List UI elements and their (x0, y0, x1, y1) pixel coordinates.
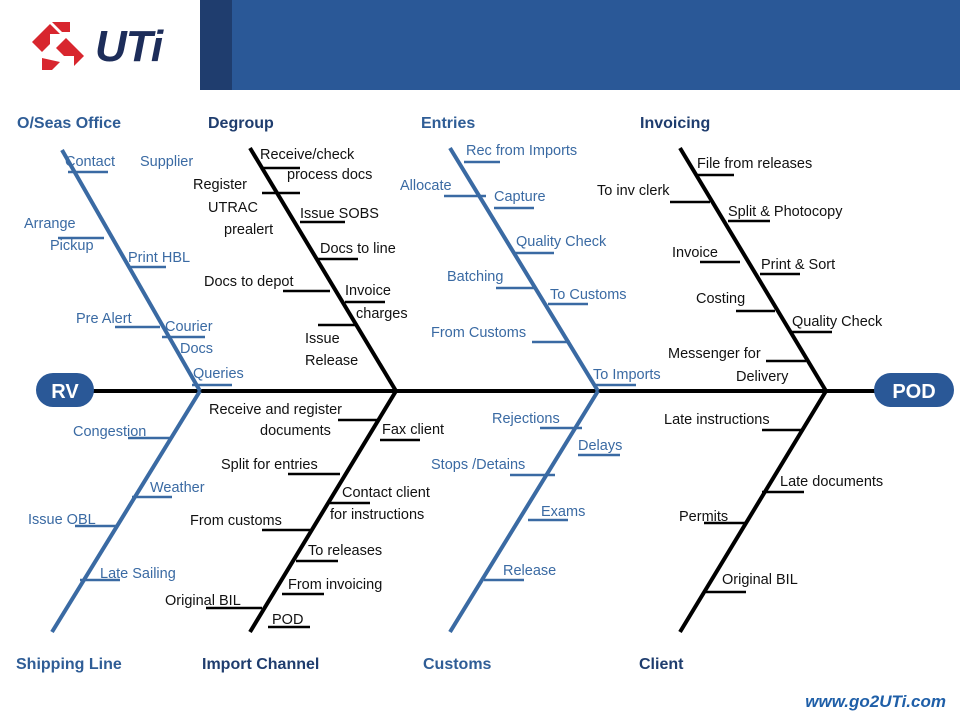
cause-label: Docs to line (320, 241, 396, 257)
cause-label: Weather (150, 480, 205, 496)
cause-label: To Customs (550, 287, 627, 303)
website-link[interactable]: www.go2UTi.com (805, 692, 946, 711)
cause-label: Register (193, 177, 247, 193)
cause-label: Delivery (736, 369, 789, 385)
cause-label: Original BIL (722, 572, 798, 588)
cause-label: Queries (193, 366, 244, 382)
cause-label: Issue OBL (28, 512, 96, 528)
cause-label: To inv clerk (597, 183, 670, 199)
cause-label: File from releases (697, 156, 812, 172)
category-oseas-office: O/Seas Office (17, 115, 121, 132)
ticks-entries (444, 160, 636, 387)
pod-label: POD (892, 381, 935, 403)
cause-label: To releases (308, 543, 382, 559)
cause-label: Arrange (24, 216, 76, 232)
cause-label: From invoicing (288, 577, 382, 593)
cause-label: Quality Check (516, 234, 607, 250)
ticks-client (704, 428, 804, 594)
ticks-invoicing (670, 173, 832, 363)
header-blue-band (232, 0, 960, 90)
bone-import-channel (248, 389, 398, 634)
cause-label: Stops /Detains (431, 457, 525, 473)
cause-label: POD (272, 612, 303, 628)
header-banner: UTi (0, 0, 960, 90)
cause-label: Print & Sort (761, 257, 835, 273)
cause-label: Costing (696, 291, 745, 307)
rv-pill (36, 373, 94, 407)
bone-shipping-line (50, 389, 202, 634)
cause-label: UTRAC (208, 200, 258, 216)
cause-label: Late Sailing (100, 566, 176, 582)
ticks-shipping-line (75, 436, 172, 582)
cause-label: for instructions (330, 507, 424, 523)
cause-label: Print HBL (128, 250, 190, 266)
logo-text: UTi (95, 22, 163, 71)
bone-customs (448, 389, 600, 634)
cause-label: To Imports (593, 367, 661, 383)
category-client: Client (639, 656, 684, 673)
uti-logo-icon (32, 22, 84, 70)
cause-label: Capture (494, 189, 546, 205)
cause-label: Courier (165, 319, 213, 335)
category-entries: Entries (421, 115, 475, 132)
ticks-degroup (262, 166, 385, 327)
bone-entries (448, 146, 600, 393)
cause-label: Invoice (345, 283, 391, 299)
cause-label: Permits (679, 509, 728, 525)
cause-label: Contact client (342, 485, 430, 501)
bone-invoicing (678, 146, 828, 393)
category-degroup: Degroup (208, 115, 274, 132)
category-import-channel: Import Channel (202, 656, 319, 673)
category-shipping-line: Shipping Line (16, 656, 122, 673)
category-customs: Customs (423, 656, 492, 673)
cause-label: Supplier (140, 154, 193, 170)
cause-label: Pickup (50, 238, 94, 254)
cause-label: Invoice (672, 245, 718, 261)
cause-label: Batching (447, 269, 503, 285)
cause-label: Receive/check (260, 147, 355, 163)
cause-label: Docs to depot (204, 274, 293, 290)
cause-label: Rejections (492, 411, 560, 427)
cause-label: Release (305, 353, 358, 369)
cause-label: Congestion (73, 424, 146, 440)
cause-label: Messenger for (668, 346, 761, 362)
cause-label: Allocate (400, 178, 452, 194)
cause-label: Rec from Imports (466, 143, 577, 159)
cause-label: Late instructions (664, 412, 770, 428)
cause-label: charges (356, 306, 408, 322)
cause-label: From Customs (431, 325, 526, 341)
category-invoicing: Invoicing (640, 115, 710, 132)
cause-label: From customs (190, 513, 282, 529)
cause-label: Quality Check (792, 314, 883, 330)
header-accent-stripe (200, 0, 232, 90)
pod-pill (874, 373, 954, 407)
cause-label: prealert (224, 222, 273, 238)
cause-label: Delays (578, 438, 622, 454)
rv-label: RV (51, 381, 79, 403)
cause-label: Issue (305, 331, 340, 347)
bone-oseas-office (60, 149, 202, 392)
cause-label: Contact (65, 154, 115, 170)
bone-degroup (248, 146, 398, 393)
cause-label: Late documents (780, 474, 883, 490)
cause-label: Split & Photocopy (728, 204, 843, 220)
cause-label: documents (260, 423, 331, 439)
cause-label: Exams (541, 504, 585, 520)
cause-label: Release (503, 563, 556, 579)
cause-label: Fax client (382, 422, 444, 438)
logo-area (0, 0, 200, 90)
ticks-import-channel (206, 418, 420, 629)
cause-label: Docs (180, 341, 213, 357)
cause-label: Original BIL (165, 593, 241, 609)
ticks-customs (484, 426, 620, 582)
ticks-oseas-office (58, 170, 232, 387)
cause-label: Split for entries (221, 457, 318, 473)
cause-label: Issue SOBS (300, 206, 379, 222)
cause-label: process docs (287, 167, 372, 183)
cause-label: Pre Alert (76, 311, 132, 327)
cause-label: Receive and register (209, 402, 342, 418)
